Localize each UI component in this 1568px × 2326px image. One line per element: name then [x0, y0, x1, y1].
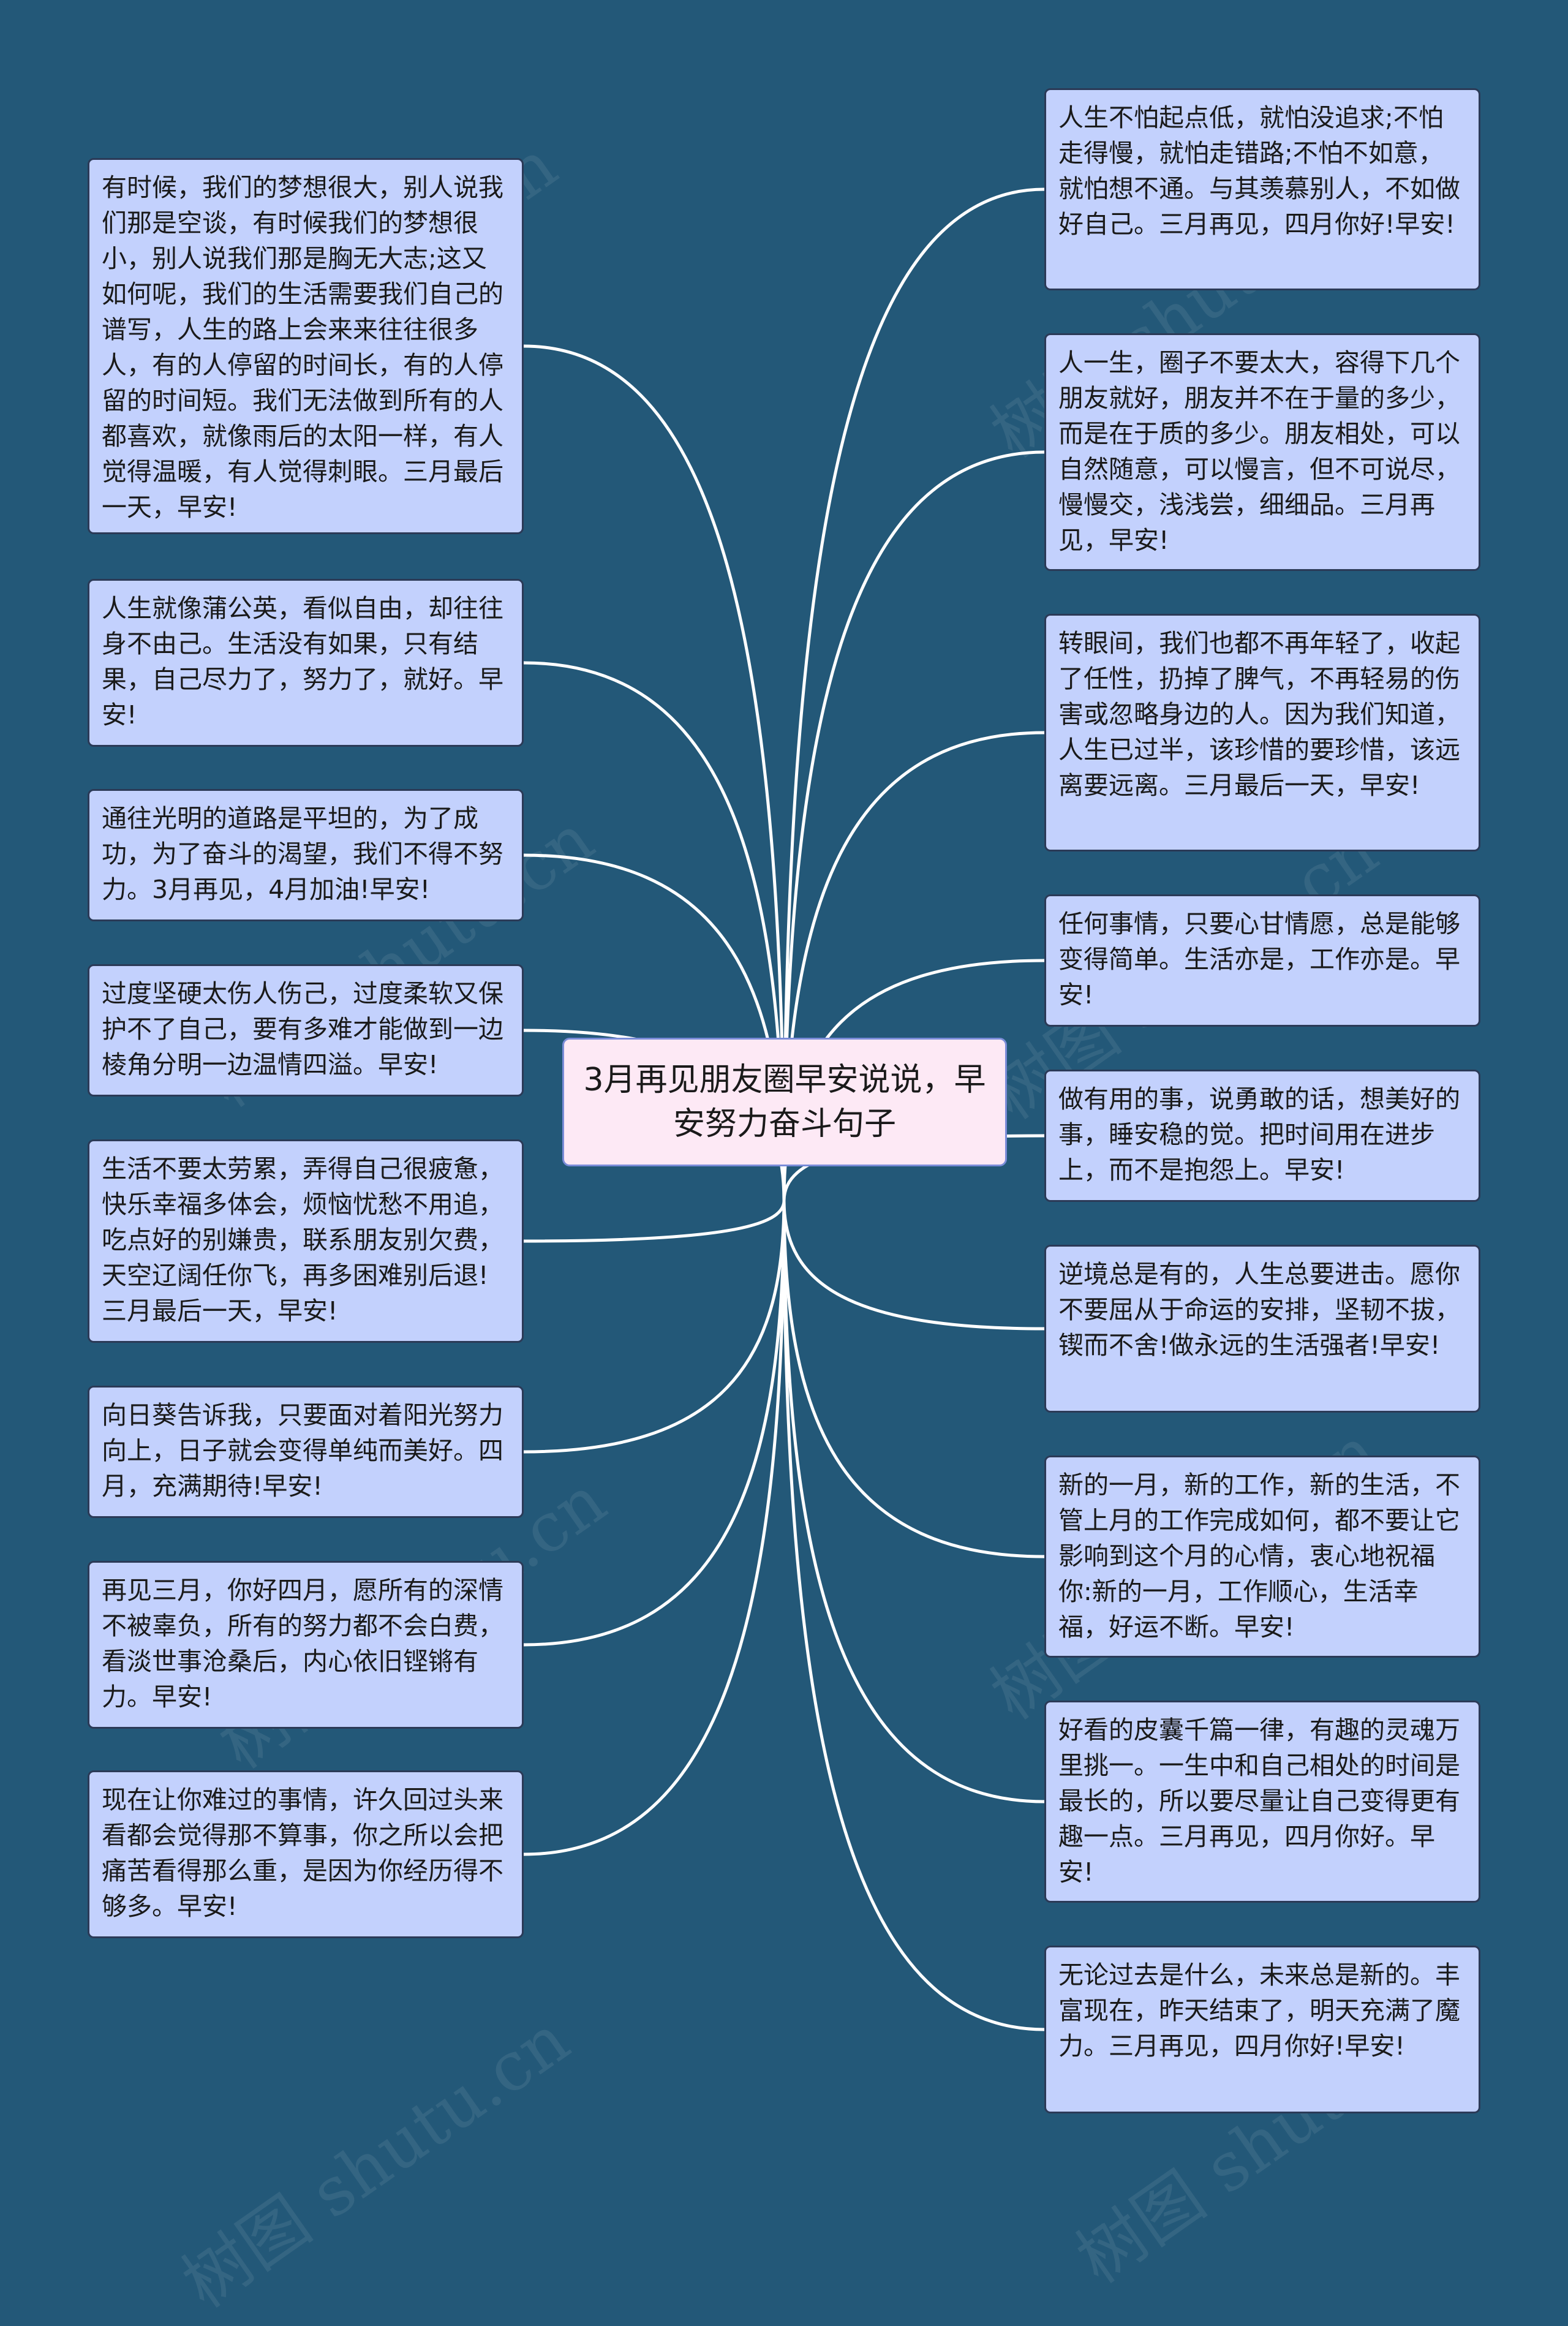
left-node[interactable]: 有时候，我们的梦想很大，别人说我们那是空谈，有时候我们的梦想很小，别人说我们那是…	[88, 158, 524, 534]
right-node[interactable]: 好看的皮囊千篇一律，有趣的灵魂万里挑一。一生中和自己相处的时间是最长的，所以要尽…	[1044, 1701, 1480, 1903]
node-text: 过度坚硬太伤人伤己，过度柔软又保护不了自己，要有多难才能做到一边棱角分明一边温情…	[102, 979, 503, 1079]
left-node[interactable]: 再见三月，你好四月，愿所有的深情不被辜负，所有的努力都不会白费，看淡世事沧桑后，…	[88, 1561, 524, 1729]
right-connector	[782, 450, 1046, 1203]
node-text: 有时候，我们的梦想很大，别人说我们那是空谈，有时候我们的梦想很小，别人说我们那是…	[102, 173, 503, 522]
left-connector	[522, 1199, 786, 1454]
node-text: 新的一月，新的工作，新的生活，不管上月的工作完成如何，都不要让它影响到这个月的心…	[1058, 1470, 1460, 1642]
right-node[interactable]: 无论过去是什么，未来总是新的。丰富现在，昨天结束了，明天充满了魔力。三月再见，四…	[1044, 1946, 1480, 2113]
right-connector	[782, 1199, 1046, 2031]
node-text: 再见三月，你好四月，愿所有的深情不被辜负，所有的努力都不会白费，看淡世事沧桑后，…	[102, 1576, 503, 1712]
right-connector	[782, 1199, 1046, 1558]
node-text: 做有用的事，说勇敢的话，想美好的事，睡安稳的觉。把时间用在进步上，而不是抱怨上。…	[1058, 1084, 1460, 1185]
left-node[interactable]: 通往光明的道路是平坦的，为了成功，为了奋斗的渴望，我们不得不努力。3月再见，4月…	[88, 789, 524, 921]
node-text: 逆境总是有的，人生总要进击。愿你不要屈从于命运的安排，坚韧不拔，锲而不舍!做永远…	[1058, 1259, 1460, 1360]
left-connector	[522, 1199, 786, 1243]
node-text: 人生不怕起点低，就怕没追求;不怕走得慢，就怕走错路;不怕不如意，就怕想不通。与其…	[1058, 103, 1460, 239]
right-node[interactable]: 人一生，圈子不要太大，容得下几个朋友就好，朋友并不在于量的多少，而是在于质的多少…	[1044, 333, 1480, 571]
node-text: 好看的皮囊千篇一律，有趣的灵魂万里挑一。一生中和自己相处的时间是最长的，所以要尽…	[1058, 1715, 1460, 1887]
node-text: 人生就像蒲公英，看似自由，却往往身不由己。生活没有如果，只有结果，自己尽力了，努…	[102, 594, 503, 730]
left-node[interactable]: 现在让你难过的事情，许久回过头来看都会觉得那不算事，你之所以会把痛苦看得那么重，…	[88, 1770, 524, 1938]
node-text: 无论过去是什么，未来总是新的。丰富现在，昨天结束了，明天充满了魔力。三月再见，四…	[1058, 1960, 1460, 2061]
right-node[interactable]: 转眼间，我们也都不再年轻了，收起了任性，扔掉了脾气，不再轻易的伤害或忽略身边的人…	[1044, 614, 1480, 851]
left-connector	[522, 1199, 786, 1856]
right-node[interactable]: 逆境总是有的，人生总要进击。愿你不要屈从于命运的安排，坚韧不拔，锲而不舍!做永远…	[1044, 1245, 1480, 1413]
right-node[interactable]: 新的一月，新的工作，新的生活，不管上月的工作完成如何，都不要让它影响到这个月的心…	[1044, 1456, 1480, 1658]
center-topic-title: 3月再见朋友圈早安说说，早安努力奋斗句子	[583, 1062, 986, 1142]
right-connector	[782, 187, 1046, 1203]
right-node[interactable]: 人生不怕起点低，就怕没追求;不怕走得慢，就怕走错路;不怕不如意，就怕想不通。与其…	[1044, 88, 1480, 290]
right-connector	[782, 1199, 1046, 1331]
right-node[interactable]: 任何事情，只要心甘情愿，总是能够变得简单。生活亦是，工作亦是。早安!	[1044, 894, 1480, 1027]
node-text: 人一生，圈子不要太大，容得下几个朋友就好，朋友并不在于量的多少，而是在于质的多少…	[1058, 348, 1460, 555]
left-node[interactable]: 人生就像蒲公英，看似自由，却往往身不由己。生活没有如果，只有结果，自己尽力了，努…	[88, 579, 524, 747]
node-text: 通往光明的道路是平坦的，为了成功，为了奋斗的渴望，我们不得不努力。3月再见，4月…	[102, 804, 503, 904]
left-node[interactable]: 过度坚硬太伤人伤己，过度柔软又保护不了自己，要有多难才能做到一边棱角分明一边温情…	[88, 964, 524, 1097]
right-connector	[782, 1199, 1046, 1803]
node-text: 向日葵告诉我，只要面对着阳光努力向上，日子就会变得单纯而美好。四月，充满期待!早…	[102, 1400, 503, 1501]
left-node[interactable]: 生活不要太劳累，弄得自己很疲惫，快乐幸福多体会，烦恼忧愁不用追，吃点好的别嫌贵，…	[88, 1139, 524, 1343]
left-node[interactable]: 向日葵告诉我，只要面对着阳光努力向上，日子就会变得单纯而美好。四月，充满期待!早…	[88, 1386, 524, 1518]
node-text: 转眼间，我们也都不再年轻了，收起了任性，扔掉了脾气，不再轻易的伤害或忽略身边的人…	[1058, 629, 1460, 800]
right-node[interactable]: 做有用的事，说勇敢的话，想美好的事，睡安稳的觉。把时间用在进步上，而不是抱怨上。…	[1044, 1070, 1480, 1202]
left-connector	[522, 1199, 786, 1647]
center-topic[interactable]: 3月再见朋友圈早安说说，早安努力奋斗句子	[562, 1038, 1007, 1166]
node-text: 生活不要太劳累，弄得自己很疲惫，快乐幸福多体会，烦恼忧愁不用追，吃点好的别嫌贵，…	[102, 1154, 503, 1326]
node-text: 现在让你难过的事情，许久回过头来看都会觉得那不算事，你之所以会把痛苦看得那么重，…	[102, 1785, 503, 1921]
node-text: 任何事情，只要心甘情愿，总是能够变得简单。生活亦是，工作亦是。早安!	[1058, 909, 1460, 1010]
left-connector	[522, 344, 786, 1203]
